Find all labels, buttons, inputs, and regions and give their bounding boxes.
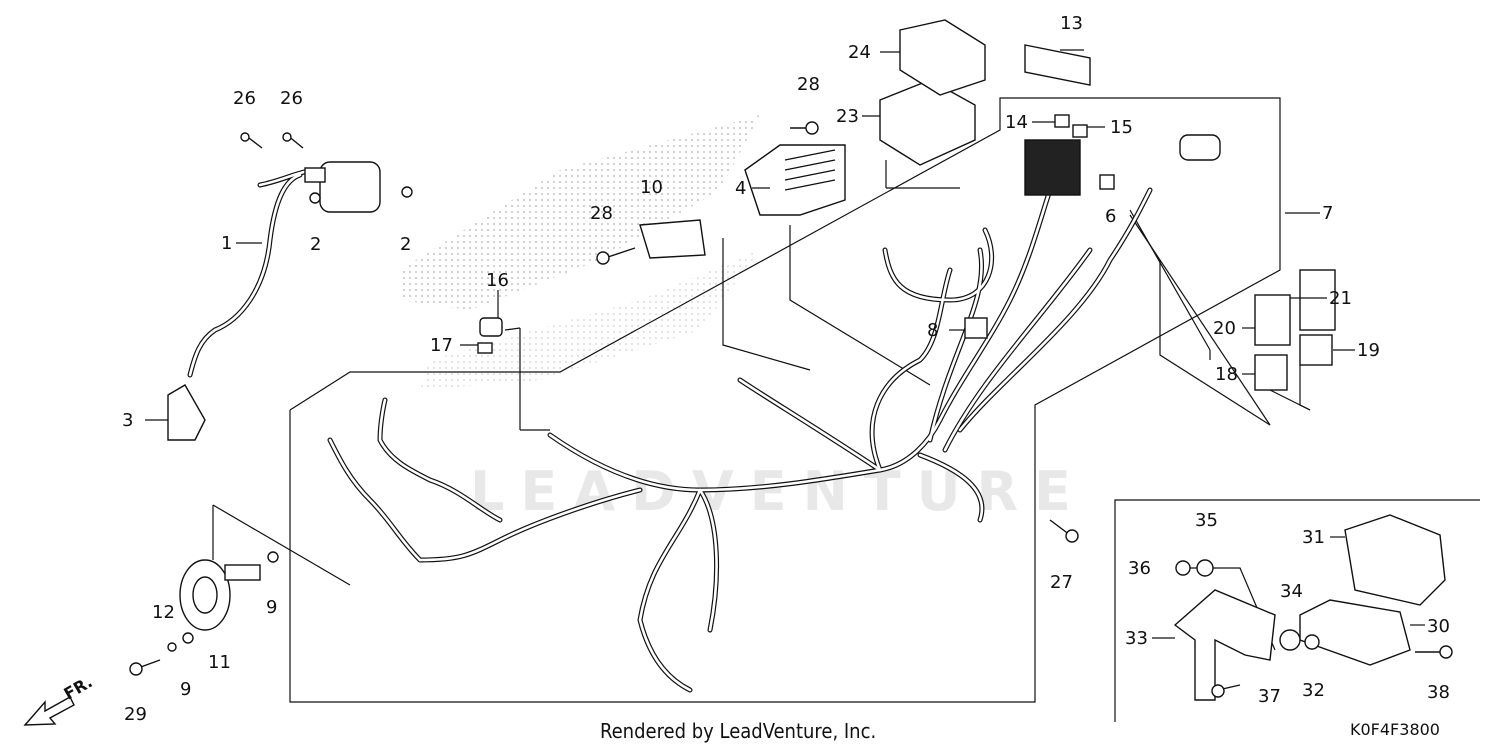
callout-33: 33 bbox=[1125, 628, 1148, 649]
arrow-icon bbox=[23, 696, 75, 726]
callout-26b: 26 bbox=[280, 88, 303, 109]
bolt-38 bbox=[1415, 645, 1453, 659]
callout-16: 16 bbox=[486, 270, 509, 291]
bolt-27 bbox=[1049, 519, 1079, 543]
callout-21: 21 bbox=[1329, 288, 1352, 309]
cover-31 bbox=[1344, 514, 1446, 606]
callout-26a: 26 bbox=[233, 88, 256, 109]
callout-34: 34 bbox=[1280, 581, 1303, 602]
sensor-30 bbox=[1299, 599, 1411, 666]
callout-labels: 1 2 2 3 4 6 7 8 9 9 10 11 12 13 14 15 16… bbox=[122, 13, 1450, 725]
front-arrow: FR. bbox=[23, 672, 96, 726]
callout-24: 24 bbox=[848, 42, 871, 63]
fuse-box bbox=[1024, 139, 1081, 196]
bracket-33 bbox=[1173, 589, 1276, 701]
horn bbox=[179, 559, 261, 631]
clip-17 bbox=[477, 342, 493, 354]
bolt-26b bbox=[282, 132, 304, 149]
bolt-28b bbox=[596, 247, 636, 265]
fuse-15 bbox=[1072, 124, 1088, 138]
bolt-28a bbox=[790, 121, 819, 135]
grommet-16 bbox=[479, 317, 503, 337]
ignition-coil bbox=[304, 161, 381, 213]
callout-38: 38 bbox=[1427, 682, 1450, 703]
connector-8 bbox=[964, 317, 988, 339]
callout-36: 36 bbox=[1128, 558, 1151, 579]
nut-9a bbox=[267, 551, 279, 563]
callout-4: 4 bbox=[735, 178, 746, 199]
relay-20 bbox=[1254, 294, 1291, 346]
callout-15: 15 bbox=[1110, 117, 1133, 138]
diagram-code: K0F4F3800 bbox=[1350, 720, 1440, 739]
callout-27: 27 bbox=[1050, 572, 1073, 593]
sensor-10 bbox=[639, 219, 706, 259]
callout-37: 37 bbox=[1258, 686, 1281, 707]
regulator-rectifier bbox=[744, 144, 846, 216]
callout-28a: 28 bbox=[797, 74, 820, 95]
grommet-34 bbox=[1279, 629, 1301, 651]
callout-35: 35 bbox=[1195, 510, 1218, 531]
callout-3: 3 bbox=[122, 410, 133, 431]
callout-17: 17 bbox=[430, 335, 453, 356]
components bbox=[129, 19, 1453, 701]
callout-20: 20 bbox=[1213, 318, 1236, 339]
relay-19 bbox=[1299, 334, 1333, 366]
main-harness-box bbox=[289, 97, 1281, 703]
plug-cap bbox=[167, 384, 206, 441]
footer-credit: Rendered by LeadVenture, Inc. bbox=[600, 719, 876, 743]
bolt-29 bbox=[129, 659, 161, 676]
callout-6: 6 bbox=[1105, 206, 1116, 227]
fuse-block-13 bbox=[1024, 44, 1091, 86]
callout-leaders bbox=[145, 49, 1425, 639]
callout-14: 14 bbox=[1005, 112, 1028, 133]
callout-8: 8 bbox=[927, 320, 938, 341]
callout-9b: 9 bbox=[180, 679, 191, 700]
fuse-14 bbox=[1054, 114, 1070, 128]
callout-2a: 2 bbox=[310, 234, 321, 255]
bolt-26a bbox=[240, 132, 263, 149]
callout-32: 32 bbox=[1302, 680, 1325, 701]
inset-box bbox=[1114, 499, 1480, 722]
callout-2b: 2 bbox=[400, 234, 411, 255]
washer-35 bbox=[1196, 559, 1214, 577]
clip-2b bbox=[401, 186, 413, 198]
condenser bbox=[1179, 134, 1221, 161]
collar-32 bbox=[1304, 634, 1320, 650]
nut-36 bbox=[1175, 560, 1191, 576]
clip-2a bbox=[309, 192, 321, 204]
callout-23: 23 bbox=[836, 106, 859, 127]
callout-29: 29 bbox=[124, 704, 147, 725]
callout-31: 31 bbox=[1302, 527, 1325, 548]
washer-12 bbox=[167, 642, 177, 652]
fuse-6 bbox=[1099, 174, 1115, 190]
callout-9a: 9 bbox=[266, 597, 277, 618]
callout-19: 19 bbox=[1357, 340, 1380, 361]
callout-18: 18 bbox=[1215, 364, 1238, 385]
relay-18 bbox=[1254, 354, 1288, 391]
bolt-37 bbox=[1211, 684, 1241, 698]
callout-10: 10 bbox=[640, 177, 663, 198]
callout-7: 7 bbox=[1322, 203, 1333, 224]
callout-28b: 28 bbox=[590, 203, 613, 224]
harness-cables-fill bbox=[188, 168, 1152, 692]
callout-11: 11 bbox=[208, 652, 231, 673]
nut-9b bbox=[182, 632, 194, 644]
relay-21 bbox=[1299, 269, 1336, 331]
callout-13: 13 bbox=[1060, 13, 1083, 34]
callout-30: 30 bbox=[1427, 616, 1450, 637]
callout-1: 1 bbox=[221, 233, 232, 254]
callout-12: 12 bbox=[152, 602, 175, 623]
ecm-24 bbox=[899, 19, 986, 96]
